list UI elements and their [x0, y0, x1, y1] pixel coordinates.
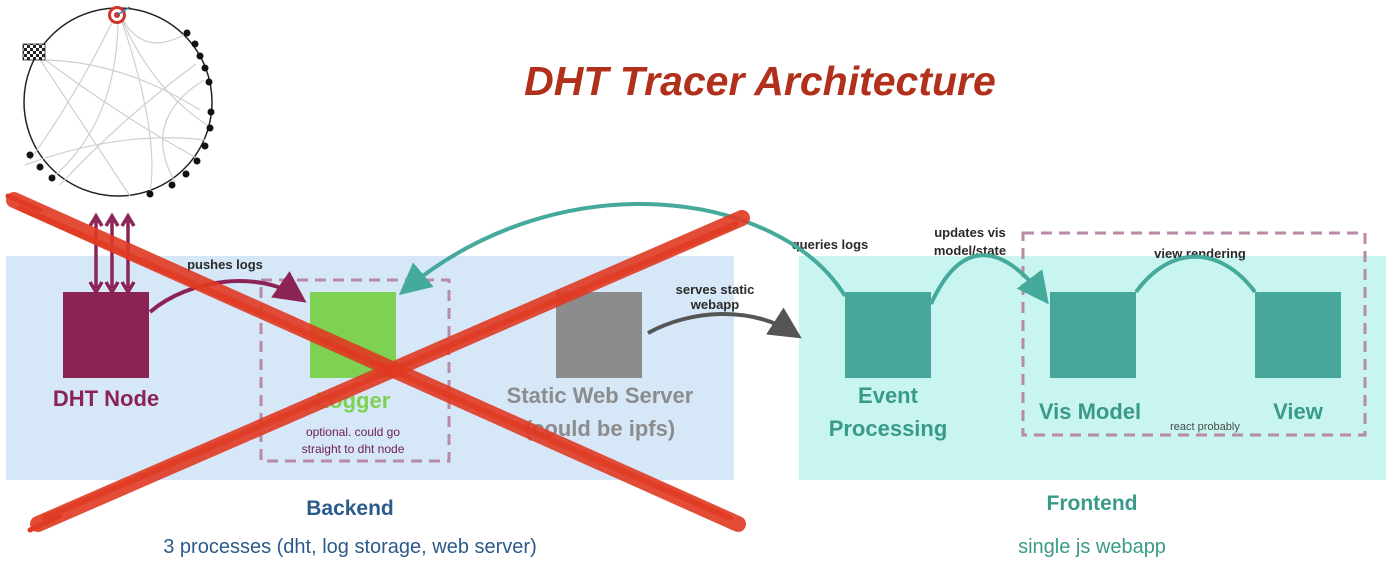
backend-title: Backend	[306, 497, 394, 520]
checkered-flag-icon	[22, 43, 46, 61]
backend-desc: 3 processes (dht, log storage, web serve…	[163, 536, 537, 558]
pushes-logs-arrow	[148, 271, 307, 314]
view-label: View	[1273, 399, 1323, 424]
serves-static-label-line1: serves static	[675, 282, 755, 297]
dht-ring-icon	[23, 7, 215, 198]
target-icon	[108, 6, 131, 24]
cross-out-mark	[5, 192, 750, 533]
logger-dashed-box	[259, 278, 451, 463]
updates-vis-arrow	[929, 253, 1049, 305]
diagram-title: DHT Tracer Architecture	[524, 58, 996, 104]
web-server-box	[556, 292, 642, 378]
vis-view-dashed-box	[1021, 231, 1367, 437]
updates-vis-label-line1: updates vis	[934, 225, 1006, 240]
view-rendering-curve	[1134, 254, 1257, 294]
dht-node-label: DHT Node	[52, 386, 160, 411]
serves-static-arrow	[647, 307, 802, 339]
vis-model-label: Vis Model	[1038, 399, 1142, 424]
queries-logs-arrow	[398, 201, 847, 298]
event-processing-box	[845, 292, 931, 378]
queries-logs-label: queries logs	[791, 237, 869, 252]
frontend-desc: single js webapp	[1018, 536, 1166, 558]
view-box	[1255, 292, 1341, 378]
event-label-line2: Processing	[828, 416, 948, 441]
view-rendering-label: view rendering	[1154, 246, 1246, 261]
logger-note-line1: optional. could go	[305, 425, 401, 439]
pushes-logs-label: pushes logs	[187, 257, 263, 272]
web-server-label-line1: Static Web Server	[506, 383, 694, 408]
react-note: react probably	[1170, 421, 1240, 433]
event-label-line1: Event	[858, 383, 918, 408]
dht-node-box	[63, 292, 149, 378]
logger-note-line2: straight to dht node	[301, 442, 405, 456]
serves-static-label-line2: webapp	[690, 297, 740, 312]
vis-model-box	[1050, 292, 1136, 378]
frontend-title: Frontend	[1046, 492, 1138, 515]
